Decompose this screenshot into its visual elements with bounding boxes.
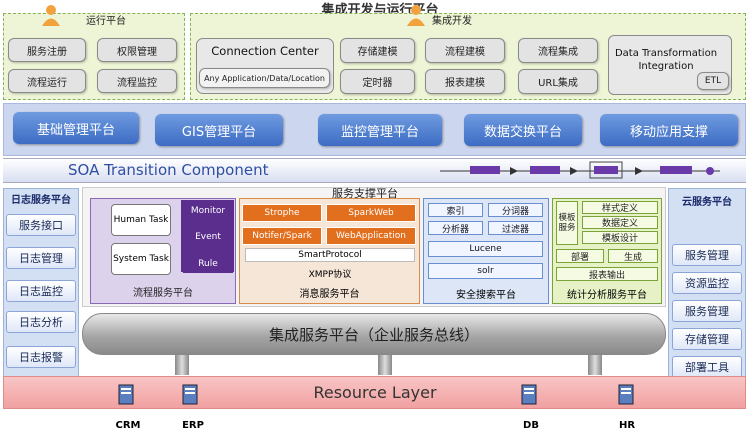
db-server-icon	[520, 384, 538, 410]
human-task-node: Human Task	[111, 204, 171, 236]
lucene-node: Lucene	[428, 241, 543, 257]
event-node: Event	[183, 228, 233, 246]
process-run-button[interactable]: 流程运行	[8, 69, 86, 93]
filter-node: 过滤器	[488, 221, 543, 235]
crm-server-icon	[117, 384, 135, 410]
data-def-node: 数据定义	[582, 216, 658, 229]
process-modeling-button[interactable]: 流程建模	[425, 38, 505, 63]
report-modeling-button[interactable]: 报表建模	[425, 69, 505, 94]
deploy-tool-button[interactable]: 部署工具	[672, 356, 742, 378]
url-integration-button[interactable]: URL集成	[518, 69, 598, 94]
service-support-title: 服务支撑平台	[332, 187, 398, 200]
pipe-connector	[588, 355, 602, 375]
webapplication-node: WebApplication	[326, 227, 416, 245]
style-def-node: 样式定义	[582, 201, 658, 214]
user-icon	[405, 3, 427, 27]
cloud-service-title: 云服务平台	[682, 196, 732, 208]
timer-button[interactable]: 定时器	[340, 69, 415, 94]
process-integration-button[interactable]: 流程集成	[518, 38, 598, 63]
dev-platform-label: 集成开发	[432, 16, 472, 27]
smartprotocol-node: SmartProtocol	[245, 248, 415, 262]
log-analysis-button[interactable]: 日志分析	[6, 311, 76, 333]
esb-label: 集成服务平台（企业服务总线）	[268, 325, 479, 344]
notifer-spark-node: Notifer/Spark	[242, 227, 322, 245]
report-output-node: 报表输出	[556, 267, 658, 281]
solr-node: solr	[428, 263, 543, 279]
system-task-node: System Task	[111, 243, 171, 275]
db-label: DB	[523, 419, 539, 431]
pipe-connector	[378, 355, 392, 375]
mobile-support-button[interactable]: 移动应用支撑	[600, 114, 738, 146]
basic-management-button[interactable]: 基础管理平台	[13, 112, 139, 144]
resource-monitor-button[interactable]: 资源监控	[672, 272, 742, 294]
log-service-title: 日志服务平台	[11, 194, 71, 206]
storage-management-button[interactable]: 存储管理	[672, 328, 742, 350]
user-icon	[40, 3, 62, 27]
permission-button[interactable]: 权限管理	[97, 38, 177, 62]
etl-label: ETL	[697, 72, 729, 90]
strophe-node: Strophe	[242, 204, 322, 222]
pipe-connector	[175, 355, 189, 375]
log-alarm-button[interactable]: 日志报警	[6, 346, 76, 368]
monitor-management-button[interactable]: 监控管理平台	[318, 114, 442, 146]
xmpp-node: XMPP协议	[308, 269, 352, 280]
soa-flow-icon	[430, 160, 730, 182]
tokenizer-node: 分词器	[488, 203, 543, 217]
template-service-node: 模板服务	[556, 201, 578, 245]
erp-server-icon	[181, 384, 199, 410]
index-node: 索引	[428, 203, 483, 217]
storage-modeling-button[interactable]: 存储建模	[340, 38, 415, 63]
deploy-node: 部署	[556, 249, 604, 263]
run-platform-label: 运行平台	[86, 16, 126, 27]
stats-platform-label: 统计分析服务平台	[567, 289, 647, 301]
gis-management-button[interactable]: GIS管理平台	[155, 114, 283, 146]
crm-label: CRM	[115, 419, 141, 431]
any-application-label: Any Application/Data/Location	[199, 68, 330, 88]
cloud-service-management-button-2[interactable]: 服务管理	[672, 300, 742, 322]
service-register-button[interactable]: 服务注册	[8, 38, 86, 62]
hr-label: HR	[618, 419, 636, 431]
hr-server-icon	[617, 384, 635, 410]
soa-label: SOA Transition Component	[68, 161, 269, 179]
process-service-label: 流程服务平台	[133, 287, 193, 299]
process-monitor-button[interactable]: 流程监控	[97, 69, 177, 93]
erp-label: ERP	[182, 419, 204, 431]
generate-node: 生成	[608, 249, 658, 263]
search-platform-label: 安全搜索平台	[456, 289, 516, 301]
data-transformation-label: Data Transformation Integration	[614, 48, 718, 72]
message-service-label: 消息服务平台	[299, 288, 360, 300]
resource-layer-label: Resource Layer	[313, 383, 437, 402]
rule-node: Rule	[183, 255, 233, 273]
monitor-node: Monitor	[183, 202, 233, 220]
connection-center-label: Connection Center	[211, 44, 319, 58]
template-design-node: 模板设计	[582, 231, 658, 244]
log-management-button[interactable]: 日志管理	[6, 247, 76, 269]
esb-pipe	[82, 313, 666, 355]
cloud-service-management-button[interactable]: 服务管理	[672, 244, 742, 266]
log-monitor-button[interactable]: 日志监控	[6, 280, 76, 302]
log-service-interface-button[interactable]: 服务接口	[6, 214, 76, 236]
sparkweb-node: SparkWeb	[326, 204, 416, 222]
data-exchange-button[interactable]: 数据交换平台	[464, 114, 582, 146]
analyzer-node: 分析器	[428, 221, 483, 235]
